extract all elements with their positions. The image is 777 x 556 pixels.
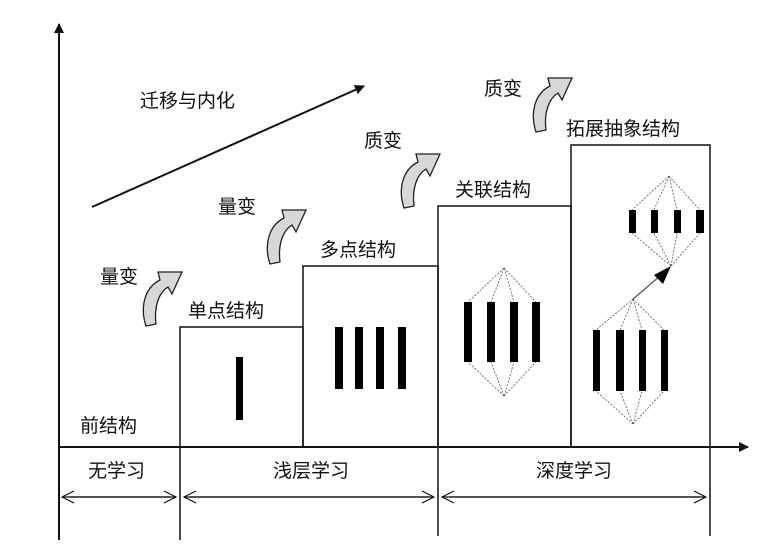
phase-dividers <box>179 447 711 540</box>
phase-label-deep-learning: 深度学习 <box>536 460 612 482</box>
abstraction-arrow-icon <box>654 266 671 284</box>
phase-label-no-learning: 无学习 <box>88 460 145 482</box>
curved-arrow-icon <box>142 271 183 327</box>
multistructural-bars <box>335 327 406 389</box>
level-label-unistructural: 单点结构 <box>188 300 264 322</box>
transition-label-3: 质变 <box>364 130 402 152</box>
relational-structure <box>464 267 540 397</box>
trend-arrow <box>91 85 365 208</box>
transition-label-4: 质变 <box>484 78 522 100</box>
level-label-relational: 关联结构 <box>455 179 531 201</box>
extended-abstract-structure <box>593 175 704 425</box>
level-steps <box>179 144 711 447</box>
transition-label-2: 量变 <box>218 196 256 218</box>
level-label-multistructural: 多点结构 <box>320 239 396 261</box>
idea-bar <box>236 357 243 420</box>
trend-label: 迁移与内化 <box>140 90 235 112</box>
level-label-extended-abstract: 拓展抽象结构 <box>566 118 680 140</box>
phase-label-surface-learning: 浅层学习 <box>273 460 349 482</box>
curved-arrow-icon <box>266 209 307 265</box>
curved-arrow-icon <box>400 153 441 209</box>
transition-label-1: 量变 <box>100 266 138 288</box>
level-label-prestructural: 前结构 <box>80 415 137 437</box>
